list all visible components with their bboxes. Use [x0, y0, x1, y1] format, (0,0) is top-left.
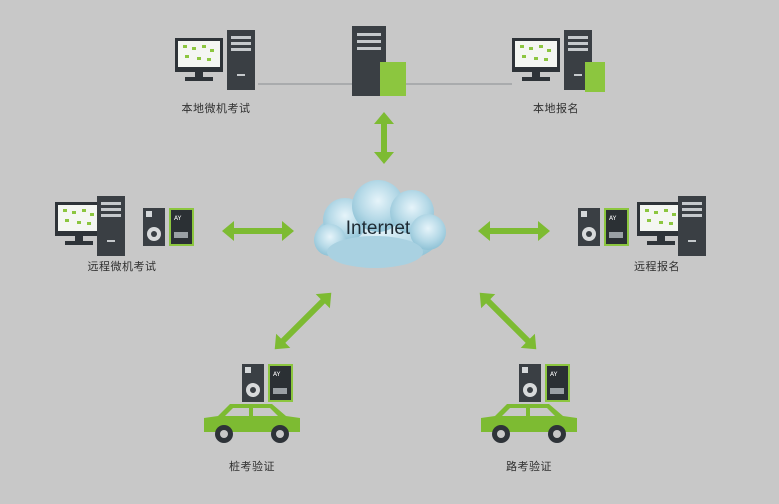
local-exam-computer-icon: [175, 30, 255, 90]
arrow-internet-remote-signup: [478, 221, 550, 241]
arrow-server-internet: [374, 112, 394, 164]
road-test-label: 路考验证: [506, 460, 552, 473]
pile-test-label: 桩考验证: [229, 460, 275, 473]
server-icon: [352, 26, 406, 96]
remote-exam-label: 远程微机考试: [87, 260, 157, 273]
pile-test-car-icon: [204, 364, 300, 443]
internet-cloud-icon: [314, 180, 446, 268]
arrow-internet-pile-test: [274, 292, 332, 350]
arrow-remote-exam-internet: [222, 221, 294, 241]
local-exam-label: 本地微机考试: [181, 102, 251, 115]
local-signup-computer-icon: [512, 30, 605, 92]
road-test-car-icon: [481, 364, 577, 443]
remote-signup-label: 远程报名: [634, 260, 680, 273]
arrow-internet-road-test: [479, 292, 537, 350]
internet-label: Internet: [345, 218, 411, 239]
remote-exam-computer-icon: [55, 196, 194, 256]
local-signup-label: 本地报名: [533, 102, 579, 115]
remote-signup-computer-icon: [578, 196, 706, 256]
